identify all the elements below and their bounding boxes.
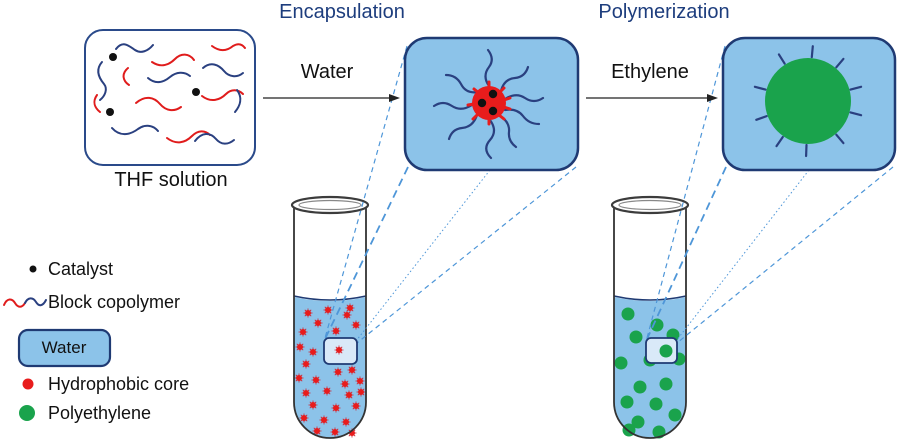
hydrophobic-core-legend-icon (22, 378, 34, 390)
legend-label-polyethylene: Polyethylene (48, 403, 152, 423)
tube1-rim-inner (298, 199, 362, 211)
tube2-rim-inner (618, 199, 682, 211)
zoom-connectors-1 (324, 45, 577, 344)
tube1-glass (293, 205, 367, 439)
thf-solution-box (84, 29, 256, 166)
test-tube-2 (610, 195, 690, 439)
polyethylene-particle (765, 58, 851, 144)
water-legend-box (17, 328, 112, 368)
callout-box-1 (323, 337, 358, 365)
tube2-glass (613, 205, 687, 439)
tube2-polyethylene-dots (614, 307, 686, 439)
tube2-rim (610, 195, 690, 215)
encapsulation-box (403, 36, 580, 172)
legend-icons (3, 265, 112, 421)
ethylene-arrow (586, 94, 718, 102)
callout-box-2 (645, 337, 678, 364)
micelle-catalyst-dots (477, 89, 498, 116)
block-copolymer-chains (93, 43, 246, 145)
water-arrow (263, 94, 400, 102)
encapsulation-heading: Encapsulation (279, 1, 405, 23)
micelle (432, 48, 545, 160)
block-copolymer-legend-icon (3, 297, 47, 308)
particle-spikes (753, 45, 863, 158)
thf-solution-label: THF solution (114, 169, 228, 191)
legend-label-block-copolymer: Block copolymer (48, 292, 181, 312)
ethylene-arrow-label: Ethylene (611, 61, 689, 83)
tube2-water-surface (613, 295, 687, 301)
legend-label-water: Water (41, 338, 87, 357)
catalyst-legend-icon (29, 265, 37, 273)
test-tube-1 (290, 195, 370, 439)
legend-label-catalyst: Catalyst (48, 259, 114, 279)
polymerization-heading: Polymerization (598, 1, 730, 23)
micelle-core (472, 86, 506, 120)
catalyst-dots (106, 53, 200, 116)
legend-label-hydrophobic-core: Hydrophobic core (48, 374, 190, 394)
zoom-connectors-2 (646, 45, 894, 344)
tube1-water-surface (293, 295, 367, 301)
tube1-rim (290, 195, 370, 215)
polyethylene-legend-icon (19, 405, 35, 421)
polymerization-box (721, 36, 897, 172)
water-arrow-label: Water (300, 61, 354, 83)
